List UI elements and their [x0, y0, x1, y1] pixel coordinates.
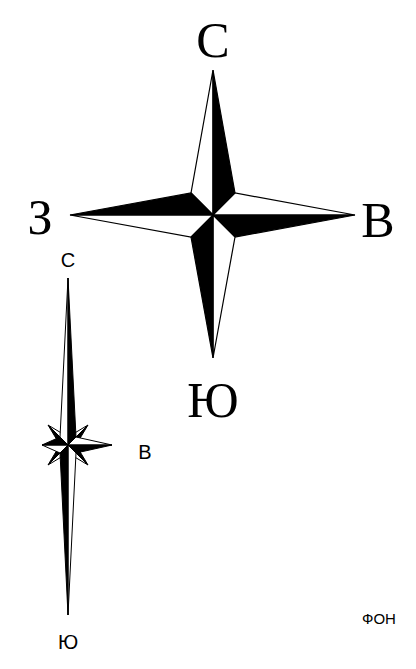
rose-arm-white — [213, 215, 235, 358]
direction-letter: Ю — [58, 632, 78, 652]
direction-letter: В — [361, 195, 394, 245]
rose-arm-white — [191, 70, 213, 215]
rose-arm-white — [42, 445, 68, 453]
corner-note: ФОН — [362, 611, 396, 626]
direction-letter: С — [61, 250, 75, 270]
rose-arm-black — [70, 193, 213, 215]
small-compass-rose — [42, 278, 112, 615]
rose-arm-white — [70, 215, 213, 237]
rose-arm-black — [42, 437, 68, 445]
rose-arm-white — [60, 278, 68, 445]
rose-arm-white — [68, 437, 112, 445]
direction-letter: З — [27, 192, 52, 242]
rose-arm-black — [60, 445, 68, 615]
big-compass-rose — [70, 70, 355, 358]
rose-arm-black — [213, 70, 235, 215]
direction-letter: С — [196, 15, 229, 65]
rose-arm-black — [191, 215, 213, 358]
direction-letter: Ю — [187, 375, 238, 425]
rose-arm-white — [68, 445, 76, 615]
direction-letter: В — [138, 442, 151, 462]
rose-arm-black — [213, 215, 355, 237]
rose-arm-black — [68, 278, 76, 445]
rose-arm-white — [213, 193, 355, 215]
